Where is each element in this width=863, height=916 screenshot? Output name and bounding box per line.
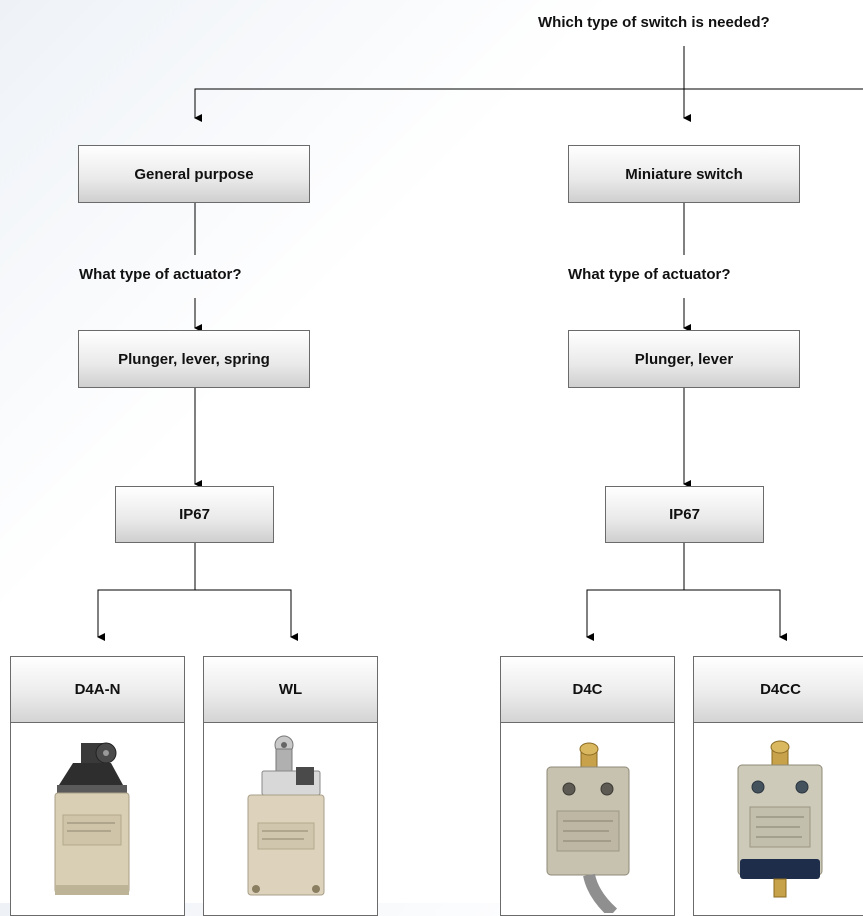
right-protection-box: IP67 <box>605 486 764 543</box>
limit-switch-image <box>11 723 184 913</box>
miniature-switch-image <box>501 723 674 913</box>
product-card-d4cc[interactable]: D4CC <box>693 656 863 916</box>
product-name: D4CC <box>694 657 863 723</box>
product-name: WL <box>204 657 377 723</box>
product-card-d4a-n[interactable]: D4A-N <box>10 656 185 916</box>
product-name: D4C <box>501 657 674 723</box>
product-card-d4c[interactable]: D4C <box>500 656 675 916</box>
right-actuator-box: Plunger, lever <box>568 330 800 388</box>
root-question: Which type of switch is needed? <box>538 14 770 31</box>
product-name: D4A-N <box>11 657 184 723</box>
right-actuator-question: What type of actuator? <box>568 266 731 283</box>
left-protection-box: IP67 <box>115 486 274 543</box>
category-general-purpose-box: General purpose <box>78 145 310 203</box>
miniature-switch-image <box>694 723 863 913</box>
left-actuator-question: What type of actuator? <box>79 266 242 283</box>
left-actuator-box: Plunger, lever, spring <box>78 330 310 388</box>
category-miniature-switch-box: Miniature switch <box>568 145 800 203</box>
product-card-wl[interactable]: WL <box>203 656 378 916</box>
limit-switch-image <box>204 723 377 913</box>
